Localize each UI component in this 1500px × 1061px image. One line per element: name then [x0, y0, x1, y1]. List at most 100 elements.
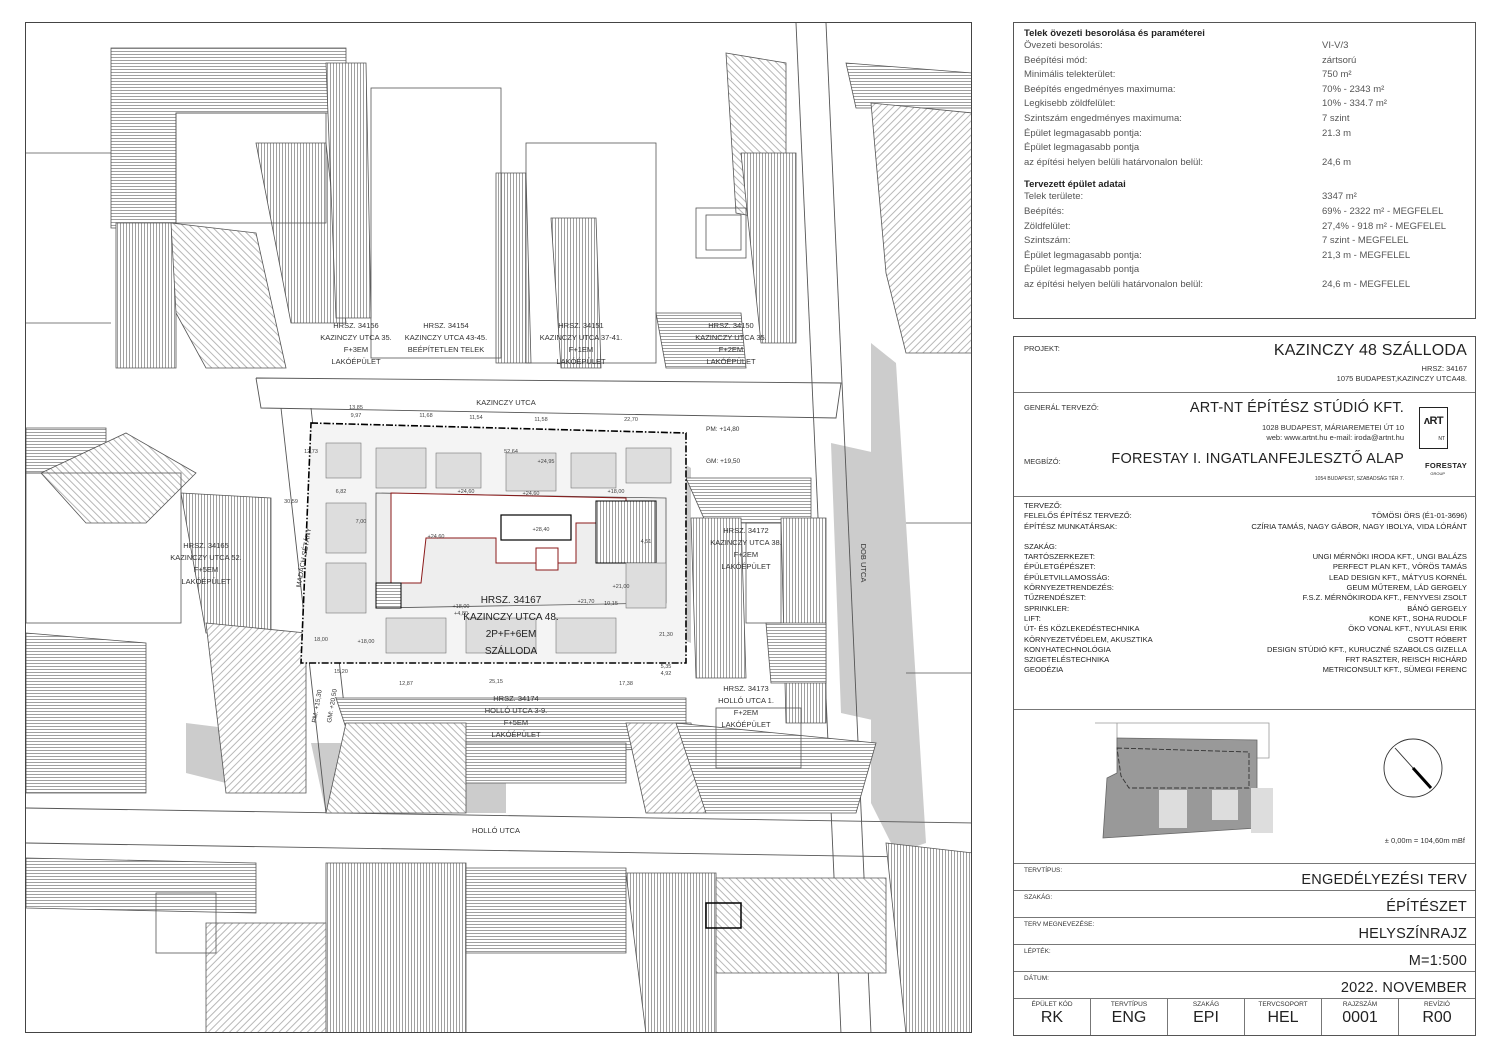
param-label: Övezeti besorolás: [1024, 40, 1103, 51]
param-row: Épület legmagasabb pontja [1024, 263, 1469, 278]
dimension-label: 30,59 [284, 499, 298, 505]
parcel-label-line: HRSZ. 34174 [493, 694, 538, 703]
tervtipus-section: TERVTÍPUS: ENGEDÉLYEZÉSI TERV [1014, 864, 1475, 891]
level-label: +24,60 [523, 491, 540, 497]
general-web: web: www.artnt.hu e-mail: iroda@artnt.hu [1266, 433, 1404, 442]
contributor-row: TARTÓSZERKEZET:UNGI MÉRNÖKI IRODA KFT., … [1024, 552, 1467, 562]
code-label: RAJZSZÁM [1342, 1001, 1378, 1008]
param-label: Telek területe: [1024, 191, 1084, 203]
param-label: Beépítés engedményes maximuma: [1024, 83, 1176, 95]
code-value: R00 [1422, 1009, 1452, 1026]
parcel-label-line: BEÉPÍTETLEN TELEK [408, 345, 485, 354]
contributor-name: DESIGN STÚDIÓ KFT., KURUCZNÉ SZABOLCS GI… [1266, 644, 1467, 654]
code-label: ÉPÜLET KÓD [1031, 1001, 1073, 1008]
param-value: 7 szint [1322, 112, 1350, 124]
parcel-label-line: HOLLÓ UTCA 1. [718, 696, 774, 705]
contributor-role: KÖRNYEZETVÉDELEM, AKUSZTIKA [1024, 634, 1153, 644]
general-address: 1028 BUDAPEST, MÁRIAREMETEI ÚT 10 [1262, 423, 1404, 432]
level-label: +28,40 [533, 527, 550, 533]
param-value: 21,3 m - MEGFELEL [1322, 249, 1411, 261]
contributor-role: KONYHATECHNOLÓGIA [1024, 644, 1111, 654]
contributor-role: SZIGETELÉSTECHNIKA [1024, 655, 1110, 665]
leptek-section: LÉPTÉK: M=1:500 [1014, 945, 1475, 972]
contributor-name: F.S.Z. MÉRNÖKIRODA KFT., FENYVESI ZSOLT [1302, 593, 1467, 603]
contributor-role: TŰZRENDÉSZET: [1024, 593, 1087, 603]
param-value: 7 szint - MEGFELEL [1322, 235, 1409, 247]
project-address: 1075 BUDAPEST,KAZINCZY UTCA48. [1336, 374, 1467, 383]
parameters-panel: Telek övezeti besorolása és paraméterei … [1013, 22, 1476, 319]
contributor-row: TŰZRENDÉSZET: F.S.Z. MÉRNÖKIRODA KFT., FE… [1024, 593, 1467, 603]
contributor-name: ÖKO VONAL KFT., NYULASI ERIK [1348, 624, 1467, 634]
dimension-label: 52,64 [504, 449, 518, 455]
megbizo-name: FORESTAY I. INGATLANFEJLESZTŐ ALAP [1111, 451, 1404, 467]
level-label: +24,60 [458, 489, 475, 495]
dimension-label: 9,97 [351, 413, 362, 419]
contributor-row: ÉPÜLETVILLAMOSSÁG:LEAD DESIGN KFT., MÁTY… [1024, 573, 1467, 583]
contributors-table: TERVEZŐ: FELELŐS ÉPÍTÉSZ TERVEZŐ:TÖMÖSI … [1024, 501, 1467, 676]
contributor-name: FRT RASZTER, REISCH RICHÁRD [1345, 655, 1467, 665]
param-label: Zöldfelület: [1024, 220, 1071, 232]
parcel-label-line: F+5EM [504, 718, 528, 727]
forestay-logo: FORESTAY [1425, 461, 1467, 470]
contributor-row: KÖRNYEZETRENDEZÉS:GEUM MŰTEREM, LÁD GERG… [1024, 583, 1467, 593]
dimension-label: 11,58 [534, 417, 547, 423]
disciplines-list: TARTÓSZERKEZET:UNGI MÉRNÖKI IRODA KFT., … [1024, 552, 1467, 676]
szakag2-value: ÉPÍTÉSZET [1386, 899, 1467, 915]
parcel-label-line: F+2EM [734, 550, 758, 559]
level-label: +24,60 [428, 534, 445, 540]
param-value: 69% - 2322 m² - MEGFELEL [1322, 205, 1444, 217]
contributor-row: KONYHATECHNOLÓGIA DESIGN STÚDIÓ KFT., KUR… [1024, 645, 1467, 655]
level-label: +21,70 [578, 599, 595, 605]
contributor-role: LIFT: [1024, 613, 1041, 623]
szakag2-section: SZAKÁG: ÉPÍTÉSZET [1014, 891, 1475, 918]
parcel-label-line: KAZINCZY UTCA 35. [695, 333, 767, 342]
param-value: 24,6 m [1322, 156, 1352, 168]
contributor-name: LEAD DESIGN KFT., MÁTYUS KORNÉL [1329, 572, 1467, 582]
project-hrsz: HRSZ: 34167 [1421, 364, 1467, 373]
gm-top: GM: +19,50 [706, 458, 741, 465]
megbizo-label: MEGBÍZÓ: [1024, 457, 1061, 466]
key-plan [1095, 722, 1273, 839]
artnt-logo-sub: NT [1438, 436, 1445, 442]
leptek-label: LÉPTÉK: [1024, 948, 1051, 955]
code-value: HEL [1267, 1009, 1299, 1026]
parcel-label-line: F+2EM [734, 708, 758, 717]
contributor-name: METRICONSULT KFT., SÜMEGI FERENC [1322, 665, 1467, 675]
dimension-label: 4,92 [661, 671, 672, 677]
param-label: az építési helyen belüli határvonalon be… [1024, 278, 1204, 290]
designers-list: FELELŐS ÉPÍTÉSZ TERVEZŐ:TÖMÖSI ÖRS (É1-0… [1024, 511, 1467, 532]
street-dob: DOB UTCA [859, 544, 868, 583]
param-row: az építési helyen belüli határvonalon be… [1024, 278, 1469, 293]
level-label: +24,95 [538, 459, 555, 465]
parcel-label-line: F+5EM [194, 565, 218, 574]
param-label: Épület legmagasabb pontja [1024, 142, 1140, 154]
dimension-label: 13,85 [349, 405, 363, 411]
param-value: 24,6 m - MEGFELEL [1322, 278, 1411, 290]
param-value: 750 m² [1322, 69, 1352, 81]
datum-section: DÁTUM: 2022. NOVEMBER [1014, 972, 1475, 1000]
elevation-ref: ± 0,00m = 104,60m mBf [1384, 836, 1465, 845]
code-value: RK [1040, 1009, 1064, 1026]
parcel-label-line: F+2EM [719, 345, 743, 354]
level-label: +4,80 [454, 611, 468, 617]
dimension-label: 11,68 [419, 413, 432, 419]
dimension-label: 11,54 [469, 415, 482, 421]
dimension-label: 17,38 [619, 681, 633, 687]
datum-value: 2022. NOVEMBER [1340, 980, 1467, 996]
param-row: Minimális telekterület:750 m² [1024, 68, 1469, 83]
tervezo-header: TERVEZŐ: [1024, 501, 1062, 510]
contributor-name: PERFECT PLAN KFT., VÖRÖS TAMÁS [1332, 562, 1467, 572]
parcel-label-line: HRSZ. 34156 [333, 321, 378, 330]
contributor-role: TARTÓSZERKEZET: [1024, 552, 1096, 562]
contributor-row: FELELŐS ÉPÍTÉSZ TERVEZŐ:TÖMÖSI ÖRS (É1-0… [1024, 511, 1467, 521]
parcel-label-line: LAKÓÉPÜLET [721, 562, 771, 571]
street-kazinczy: KAZINCZY UTCA [476, 398, 535, 407]
parcel-label-line: HRSZ. 34150 [708, 321, 753, 330]
parcel-label-line: LAKÓÉPÜLET [721, 720, 771, 729]
main-plot-line: 2P+F+6EM [486, 629, 537, 640]
